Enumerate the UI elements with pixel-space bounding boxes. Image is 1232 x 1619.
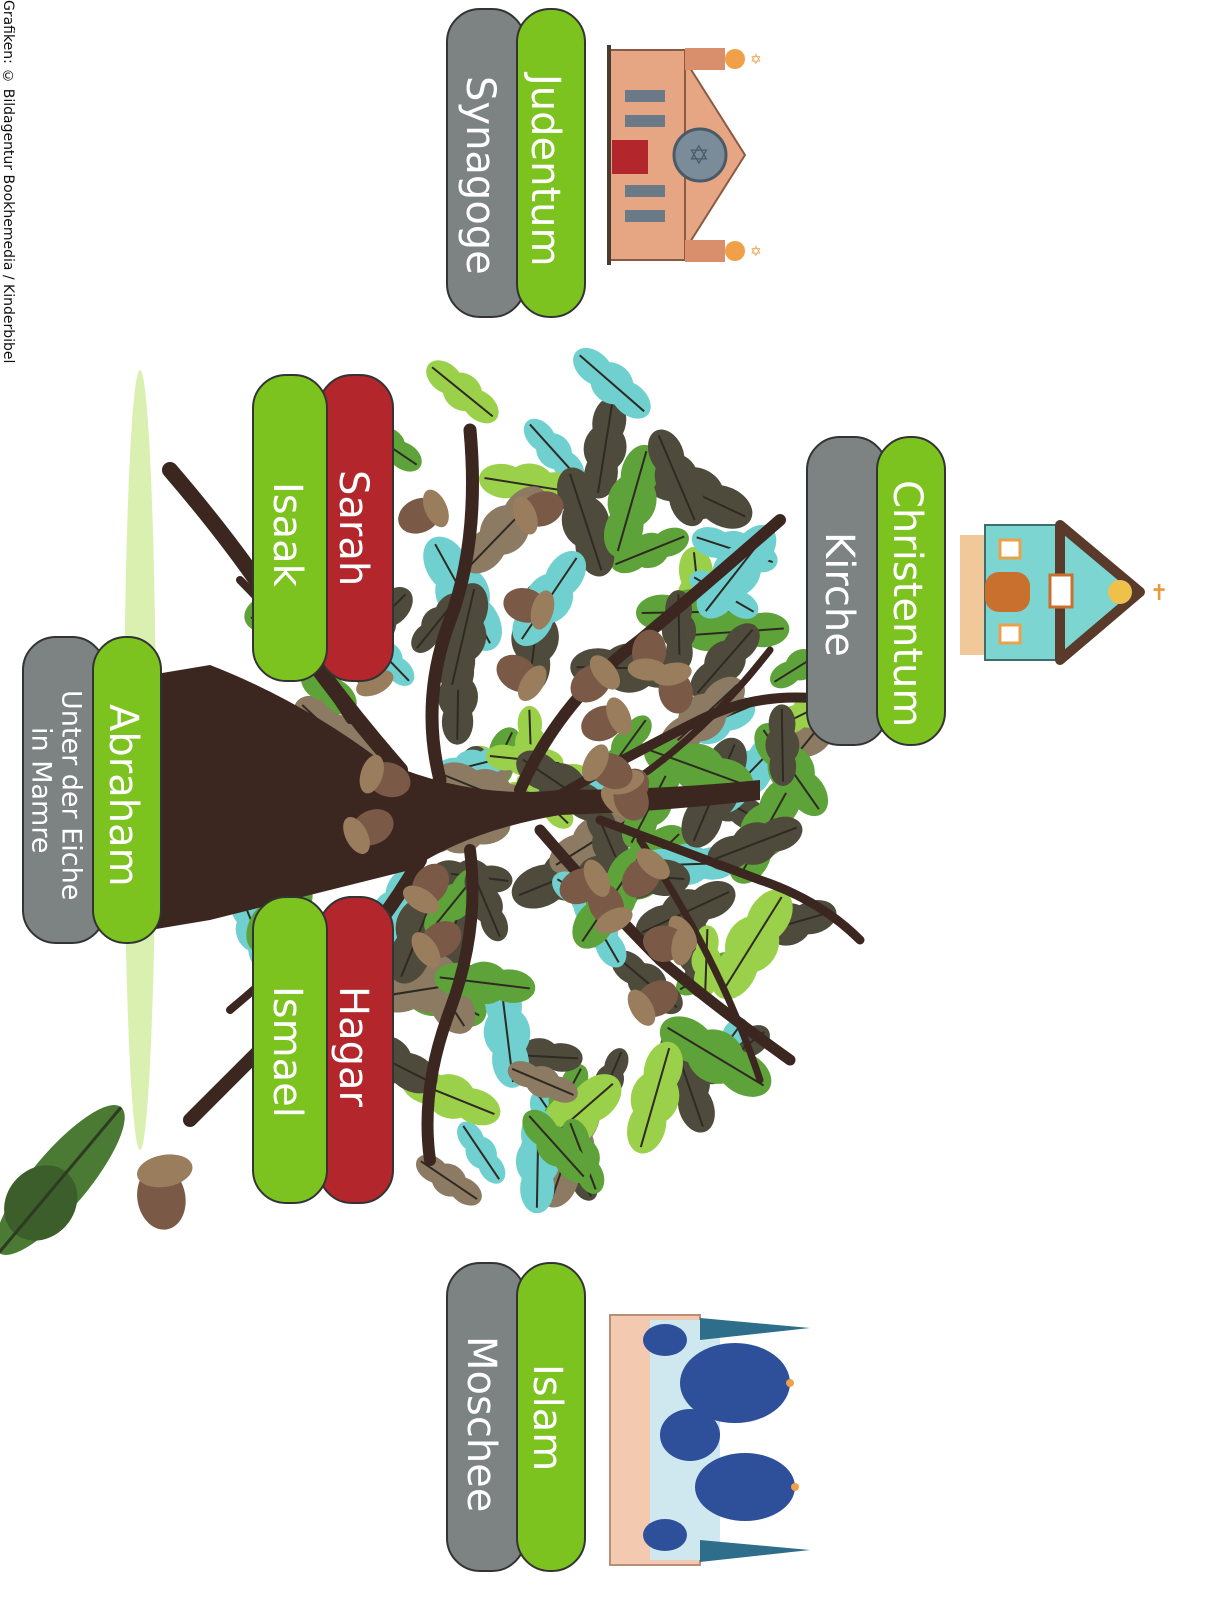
acorn-icon	[359, 754, 411, 798]
isaak-pill	[252, 374, 328, 682]
synagoge-pill	[446, 8, 526, 318]
oak-leaf	[522, 1109, 591, 1183]
svg-text:✡: ✡	[750, 52, 762, 68]
svg-text:✡: ✡	[688, 141, 710, 171]
oak-leaf	[415, 1154, 482, 1206]
acorn-icon	[627, 980, 678, 1026]
falling-leaf	[0, 1105, 125, 1255]
oak-leaf	[573, 347, 651, 419]
isaak-label: Isaak	[264, 482, 310, 587]
ismael-pill	[252, 896, 328, 1204]
acorn-icon	[403, 863, 450, 914]
acorn-icon	[642, 925, 694, 966]
judentum-pill	[516, 8, 586, 318]
oak-tree-illustration	[120, 347, 874, 1214]
synagogue-icon: ✡ ✡ ✡	[607, 45, 762, 265]
acorn-icon	[496, 654, 547, 702]
oak-leaf	[603, 444, 661, 558]
acorn-icon	[343, 809, 394, 854]
oak-leaf	[457, 1121, 506, 1184]
islam-pill	[516, 1262, 586, 1572]
abraham-label: Abraham	[100, 704, 146, 887]
mosque-icon	[609, 1314, 810, 1566]
image-credit: Grafiken: © Bildagentur Bookhemedia / Ki…	[0, 0, 16, 364]
svg-text:✡: ✡	[750, 244, 762, 260]
moschee-pill	[446, 1262, 526, 1572]
moschee-label: Moschee	[458, 1336, 504, 1513]
church-icon: ✝	[960, 520, 1168, 665]
oak-leaf	[690, 623, 760, 700]
oak-leaf	[401, 1067, 501, 1126]
eiche-label-line1: Unter der Eiche	[55, 690, 87, 901]
oak-leaf	[647, 429, 706, 527]
acorn-icon	[411, 921, 462, 968]
oak-leaf	[707, 816, 803, 871]
acorn-icon	[137, 1154, 193, 1230]
acorn-icon	[627, 629, 668, 681]
acorn-icon	[570, 655, 621, 703]
oak-leaf	[426, 360, 499, 424]
acorn-icon	[588, 883, 633, 934]
svg-text:✝: ✝	[1150, 581, 1168, 606]
abraham-pill	[92, 636, 162, 944]
christentum-pill	[876, 436, 946, 746]
sarah-label: Sarah	[330, 470, 376, 587]
acorn-icon	[582, 744, 633, 790]
sarah-pill	[318, 374, 394, 682]
acorn-icon	[512, 491, 564, 535]
oak-leaf	[765, 704, 800, 786]
oak-leaf	[627, 1041, 683, 1154]
eiche-label-line2: in Mamre	[25, 727, 57, 854]
hagar-label: Hagar	[330, 986, 376, 1107]
acorn-icon	[652, 662, 693, 714]
acorn-icon	[559, 859, 611, 905]
synagoge-label: Synagoge	[457, 76, 503, 275]
acorn-icon	[621, 848, 670, 898]
tree-trunk	[120, 665, 760, 935]
judentum-label: Judentum	[522, 74, 568, 267]
christentum-label: Christentum	[884, 480, 930, 728]
acorn-icon	[398, 489, 449, 534]
ismael-label: Ismael	[264, 986, 310, 1118]
kirche-label: Kirche	[816, 532, 862, 657]
acorn-icon	[503, 587, 555, 630]
oak-leaf	[507, 1061, 578, 1103]
islam-label: Islam	[524, 1364, 570, 1472]
acorn-icon	[581, 697, 632, 742]
